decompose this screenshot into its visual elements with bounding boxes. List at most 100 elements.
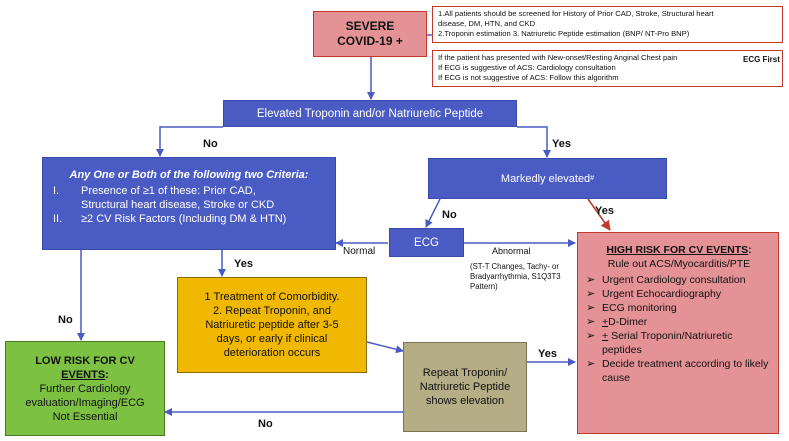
abnormal-detail: (ST-T Changes, Tachy- or Bradyarrhythmia…: [470, 262, 585, 292]
markedly-elevated-superscript: #: [590, 175, 595, 182]
low-risk-line1: Further Cardiology: [39, 382, 131, 395]
elevated-troponin-box: Elevated Troponin and/or Natriuretic Pep…: [223, 100, 517, 127]
ecg-first-note: If the patient has presented with New-on…: [432, 50, 783, 87]
high-risk-item: ➢ +D-Dimer: [586, 315, 772, 329]
high-risk-item-text: + Serial Troponin/Natriuretic peptides: [602, 329, 772, 357]
ecg-first-note-line1: If the patient has presented with New-on…: [438, 53, 777, 63]
screening-note-line1: 1.All patients should be screened for Hi…: [438, 9, 714, 18]
criteria-list: I. Presence of ≥1 of these: Prior CAD, S…: [53, 184, 325, 226]
high-risk-item-text: Urgent Echocardiography: [602, 288, 722, 300]
high-risk-item-serial: Serial Troponin/Natriuretic peptides: [602, 330, 733, 356]
ecg-first-label: ECG First: [743, 55, 780, 64]
abnormal-label: Abnormal: [492, 246, 531, 256]
plus-minus-symbol: +: [602, 330, 609, 342]
severe-line1: SEVERE: [345, 19, 395, 33]
markedly-elevated-box: Markedly elevated#: [428, 158, 667, 199]
criteria-item-2-symbol: ≥2: [81, 213, 94, 225]
high-risk-list: ➢ Urgent Cardiology consultation ➢ Urgent …: [586, 273, 772, 385]
markedly-elevated-text: Markedly elevated: [500, 172, 591, 185]
ecg-box: ECG: [389, 228, 464, 257]
low-risk-title-events: EVENTS: [61, 368, 106, 381]
treatment-line1: 1 Treatment of Comorbidity.: [204, 291, 340, 303]
treatment-line2: 2. Repeat Troponin, and: [212, 305, 332, 317]
edge-label-normal: Normal: [343, 246, 376, 257]
arrowhead-bullet-icon: ➢: [586, 358, 596, 370]
high-risk-box: HIGH RISK FOR CV EVENTS: Rule out ACS/My…: [577, 232, 779, 434]
high-risk-item-text: Urgent Cardiology consultation: [602, 274, 746, 286]
arrowhead-bullet-icon: ➢: [586, 288, 596, 300]
high-risk-item: ➢ ECG monitoring: [586, 301, 772, 315]
elevated-to-criteria-connector: [156, 126, 223, 157]
criteria-item-1-symbol: ≥1: [142, 185, 155, 197]
criteria-item-2-number: II.: [53, 213, 63, 225]
low-risk-title-colon: :: [105, 368, 109, 381]
criteria-title-colon: :: [304, 169, 309, 181]
markedly-to-high-risk-connector: [587, 198, 611, 231]
edge-label-yes: Yes: [595, 205, 614, 217]
ecg-first-note-line3: If ECG is not suggestive of ACS: Follow …: [438, 73, 619, 82]
screening-note-line3: 2.Troponin estimation 3. Natriuretic Pep…: [438, 29, 690, 38]
edge-label-no: No: [58, 314, 73, 326]
severe-line2: COVID-19 +: [337, 34, 403, 48]
arrowhead-bullet-icon: ➢: [586, 274, 596, 286]
arrowhead-bullet-icon: ➢: [586, 330, 596, 342]
criteria-item-1-post: of these: Prior CAD,: [154, 185, 256, 197]
high-risk-item-text: ECG monitoring: [602, 302, 677, 314]
arrowhead-bullet-icon: ➢: [586, 316, 596, 328]
screening-note-line2: disease, DM, HTN, and CKD: [438, 19, 536, 28]
high-risk-item: ➢ Decide treatment according to likely ca…: [586, 357, 772, 385]
criteria-item-1: I. Presence of ≥1 of these: Prior CAD, S…: [53, 184, 325, 212]
criteria-box: Any One or Both of the following two Cri…: [42, 157, 336, 250]
repeat-troponin-box: Repeat Troponin/ Natriuretic Peptide sho…: [403, 342, 527, 432]
high-risk-item: ➢ Urgent Echocardiography: [586, 287, 772, 301]
treatment-line5: deterioration occurs: [223, 347, 321, 359]
edge-label-no: No: [203, 138, 218, 150]
criteria-item-2-text: ≥2 CV Risk Factors (Including DM & HTN): [81, 212, 286, 226]
high-risk-item-text: +D-Dimer: [602, 315, 647, 329]
criteria-item-1-number: I.: [53, 185, 60, 197]
repeat-line2: Natriuretic Peptide: [419, 381, 511, 393]
treatment-box: 1 Treatment of Comorbidity. 2. Repeat Tr…: [177, 277, 367, 373]
edge-label-yes: Yes: [234, 258, 253, 270]
arrowhead-bullet-icon: ➢: [586, 302, 596, 314]
low-risk-box: LOW RISK FOR CV EVENTS: Further Cardiolo…: [5, 341, 165, 436]
high-risk-item: ➢ + Serial Troponin/Natriuretic peptides: [586, 329, 772, 357]
criteria-item-2: II. ≥2 CV Risk Factors (Including DM & H…: [53, 212, 325, 226]
high-risk-title-text: HIGH RISK FOR CV EVENTS: [606, 244, 749, 256]
treatment-to-repeat-connector: [366, 341, 404, 354]
elevated-to-markedly-connector: [517, 126, 551, 158]
edge-label-yes: Yes: [552, 138, 571, 150]
high-risk-title: HIGH RISK FOR CV EVENTS:: [586, 244, 772, 257]
low-risk-line2: evaluation/Imaging/ECG: [25, 396, 145, 409]
high-risk-subtitle: Rule out ACS/Myocarditis/PTE: [607, 258, 751, 270]
edge-label-yes: Yes: [538, 348, 557, 360]
criteria-item-1-text: Presence of ≥1 of these: Prior CAD, Stru…: [81, 184, 274, 212]
low-risk-line3: Not Essential: [52, 410, 118, 423]
low-risk-title-line2: EVENTS:: [61, 368, 109, 382]
criteria-item-1-pre: Presence of: [81, 185, 143, 197]
high-risk-title-colon: :: [748, 244, 752, 256]
high-risk-item: ➢ Urgent Cardiology consultation: [586, 273, 772, 287]
severe-covid-box: SEVERE COVID-19 +: [313, 11, 427, 57]
markedly-to-ecg-connector: [425, 198, 441, 228]
plus-minus-symbol: +: [602, 316, 609, 328]
ecg-first-note-line2: If ECG is suggestive of ACS: Cardiology …: [438, 63, 616, 72]
low-risk-title-line1: LOW RISK FOR CV: [35, 354, 135, 367]
screening-note: 1.All patients should be screened for Hi…: [432, 6, 783, 43]
criteria-title: Any One or Both of the following two Cri…: [53, 168, 325, 182]
high-risk-item-d-dimer: D-Dimer: [608, 316, 648, 328]
ecg-first-note-text: If the patient has presented with New-on…: [438, 53, 678, 62]
abnormal-detail-line1: (ST-T Changes, Tachy- or: [470, 262, 559, 271]
edge-label-no: No: [442, 209, 457, 221]
treatment-line3: Natriuretic peptide after 3-5: [205, 319, 339, 331]
abnormal-detail-line3: Pattern): [470, 282, 498, 291]
criteria-item-2-post: CV Risk Factors (Including DM & HTN): [93, 213, 287, 225]
treatment-line4: days, or early if clinical: [216, 333, 328, 345]
abnormal-detail-line2: Bradyarrhythmia, S1Q3T3: [470, 272, 561, 281]
repeat-line3: shows elevation: [425, 395, 505, 407]
edge-label-no: No: [258, 418, 273, 430]
criteria-item-1-continued: Structural heart disease, Stroke or CKD: [81, 199, 275, 211]
repeat-line1: Repeat Troponin/: [422, 367, 508, 379]
criteria-title-text: Any One or Both of the following two Cri…: [69, 169, 305, 181]
high-risk-item-text: Decide treatment according to likely cau…: [602, 358, 769, 384]
